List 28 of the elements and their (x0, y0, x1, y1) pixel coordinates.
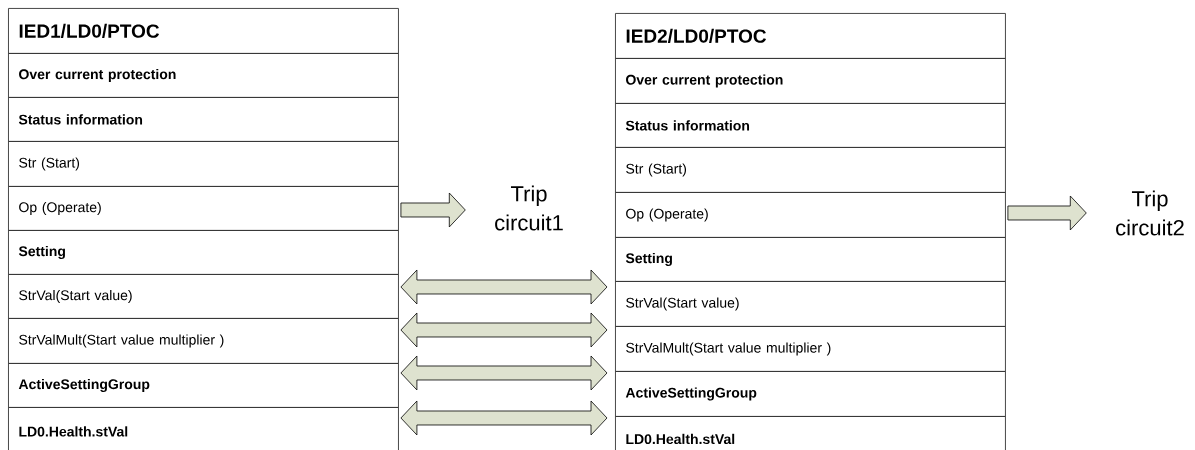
table-row: IED1/LD0/PTOC (8, 8, 399, 54)
table-row: Status information (8, 97, 399, 142)
table-row: Op (Operate) (615, 192, 1006, 238)
output-label: Trip circuit1 (495, 185, 563, 231)
table-row: Op (Operate) (8, 186, 399, 231)
double-block-arrow (400, 400, 608, 436)
table-row: StrValMult(Start value multiplier ) (8, 318, 399, 364)
table-row: LD0.Health.stVal (8, 407, 399, 450)
table-row: Setting (615, 237, 1006, 282)
output-label: Trip circuit2 (1116, 190, 1184, 236)
double-block-arrow (400, 355, 608, 391)
table-row: Setting (8, 230, 399, 275)
table-row: StrVal(Start value) (8, 274, 399, 319)
table-row: Status information (615, 103, 1006, 148)
table-row: Str (Start) (615, 147, 1006, 193)
table-row: ActiveSettingGroup (8, 363, 399, 408)
block-arrow (1007, 195, 1087, 231)
double-block-arrow (400, 269, 608, 305)
table-row: LD0.Health.stVal (615, 416, 1006, 450)
table-row: Over current protection (615, 58, 1006, 104)
table-row: StrValMult(Start value multiplier ) (615, 326, 1006, 372)
table-row: ActiveSettingGroup (615, 371, 1006, 417)
table-row: Over current protection (8, 53, 399, 98)
table-row: Str (Start) (8, 141, 399, 187)
double-block-arrow (400, 312, 608, 348)
block-arrow (400, 192, 466, 228)
table-row: StrVal(Start value) (615, 281, 1006, 327)
table-row: IED2/LD0/PTOC (615, 13, 1006, 59)
